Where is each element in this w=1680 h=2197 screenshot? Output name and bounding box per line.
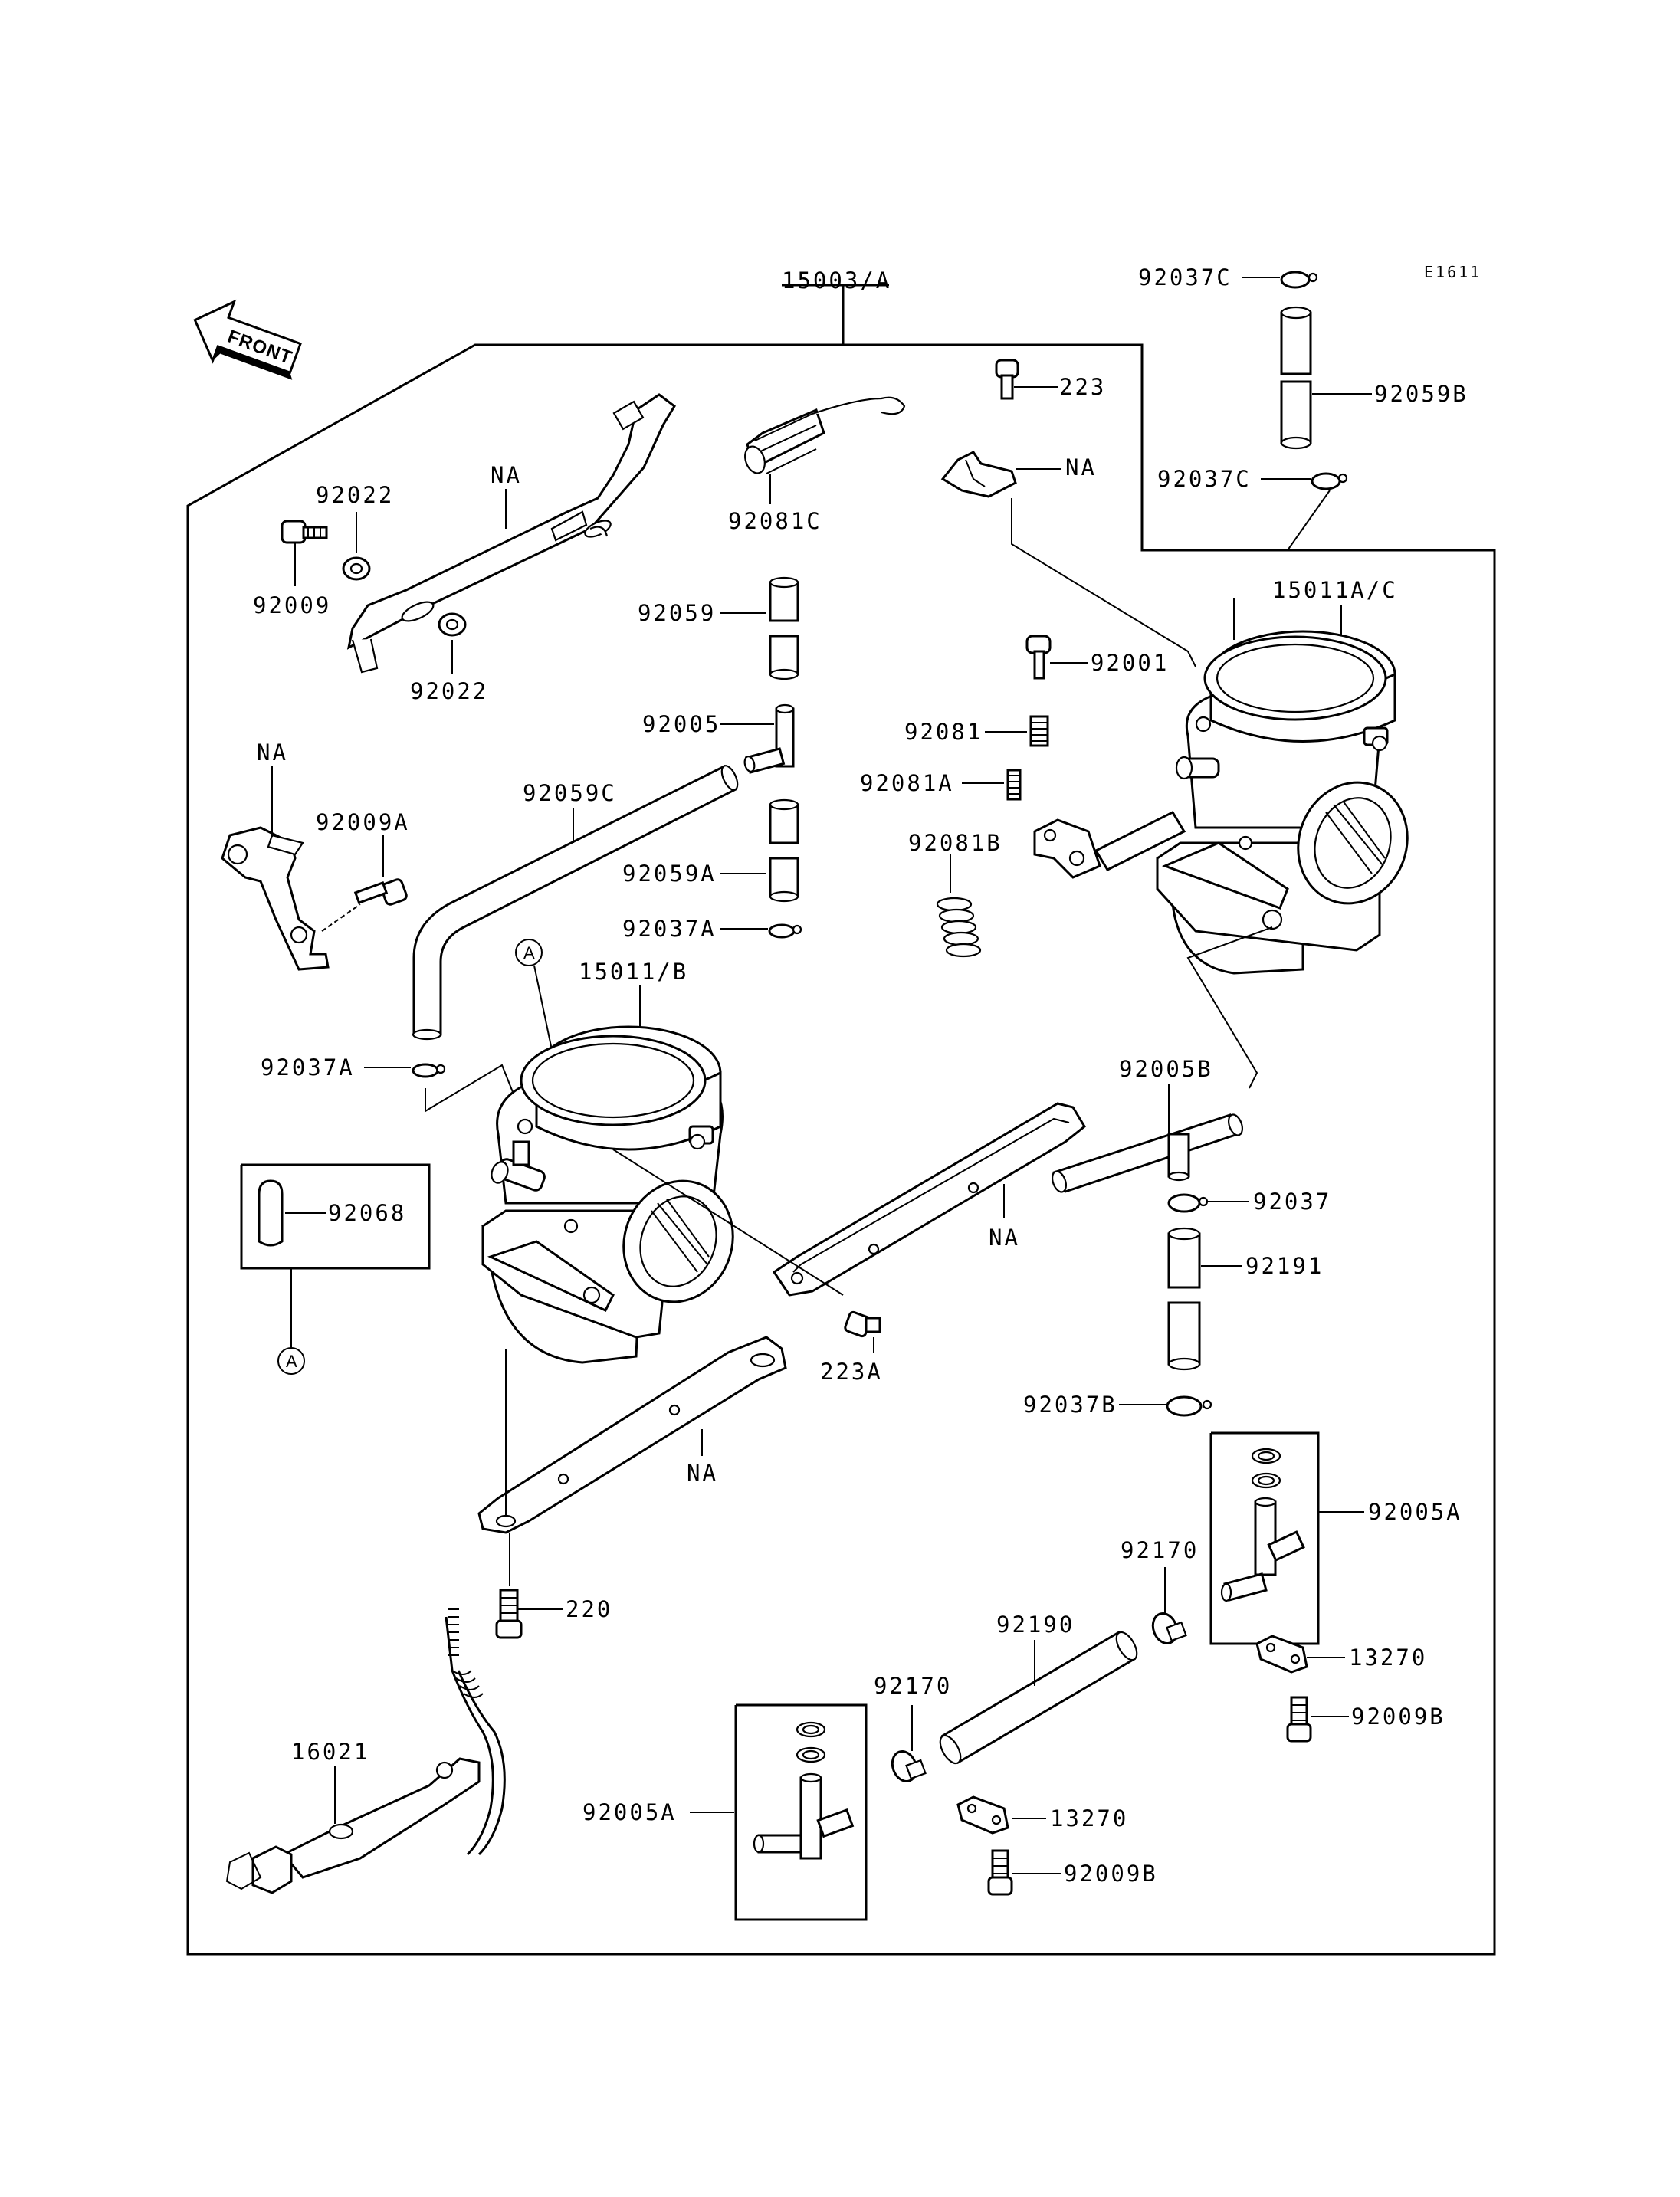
cap-92068-box (240, 1163, 431, 1270)
label-92081c: 92081C (728, 508, 822, 534)
callout-a-bottom: A (277, 1347, 305, 1375)
spring-92081b (936, 897, 982, 958)
label-na-top-bracket: NA (491, 462, 522, 488)
label-92190: 92190 (996, 1612, 1075, 1638)
clamp-92170-right (1151, 1612, 1187, 1644)
label-223: 223 (1059, 374, 1106, 400)
callout-a-top: A (515, 939, 543, 966)
label-92005a-left: 92005A (582, 1799, 677, 1825)
clamp-92170-left (891, 1750, 927, 1782)
diagram-code: E1611 (1424, 263, 1481, 281)
spring-92081 (1029, 715, 1049, 747)
label-92059c: 92059C (523, 780, 617, 806)
hose-92059c (412, 764, 739, 1041)
small-bracket (940, 451, 1017, 498)
bottom-plate (477, 1336, 787, 1534)
left-lever (221, 826, 330, 971)
label-13270-left: 13270 (1050, 1805, 1128, 1831)
label-92009b-right: 92009B (1351, 1703, 1445, 1730)
front-arrow-icon: FRONT (193, 299, 302, 380)
plate-13270-left (956, 1795, 1009, 1835)
screw-92009b-right (1286, 1696, 1312, 1743)
label-92022-top: 92022 (316, 482, 394, 508)
label-92037a-mid: 92037A (622, 916, 717, 942)
label-13270-right: 13270 (1349, 1644, 1427, 1671)
carburetor-right (1033, 630, 1409, 975)
label-92009a: 92009A (316, 809, 410, 835)
screw-223 (995, 359, 1019, 400)
hose-92190 (939, 1630, 1138, 1765)
label-na-bottom-plate: NA (687, 1460, 718, 1486)
clamp-92037a-mid (768, 923, 802, 939)
label-na-link-plate: NA (989, 1225, 1020, 1251)
washer-top (342, 556, 371, 581)
fitting-92005a-left-box (734, 1703, 868, 1921)
label-15011b: 15011/B (579, 959, 688, 985)
tee-fitting-92005 (743, 703, 795, 774)
label-92009: 92009 (253, 592, 331, 618)
label-92037: 92037 (1253, 1189, 1331, 1215)
top-bracket (346, 393, 676, 674)
label-92009b-left: 92009B (1064, 1861, 1158, 1887)
label-92059b: 92059B (1374, 381, 1468, 407)
clamp-92037c-low (1311, 472, 1348, 490)
screw-92009a (353, 878, 408, 906)
label-92005: 92005 (642, 711, 720, 737)
assembly-frame (186, 284, 1496, 1956)
label-92037b: 92037B (1023, 1392, 1117, 1418)
label-92170-left: 92170 (874, 1673, 952, 1699)
label-92081b: 92081B (908, 830, 1002, 856)
label-92081a: 92081A (860, 770, 954, 796)
label-92170-right: 92170 (1121, 1537, 1199, 1563)
screw-223a (844, 1310, 881, 1338)
label-16021: 16021 (291, 1739, 369, 1765)
label-92037a-left: 92037A (261, 1054, 355, 1080)
label-92005b: 92005B (1119, 1056, 1213, 1082)
svg-text:A: A (523, 943, 535, 962)
label-92037c-low: 92037C (1157, 466, 1252, 492)
label-assembly: 15003/A (782, 267, 891, 293)
label-na-small-bracket: NA (1065, 454, 1097, 480)
label-223a: 223A (820, 1359, 883, 1385)
label-92037c-top: 92037C (1138, 264, 1232, 290)
label-92005a-right: 92005A (1368, 1499, 1462, 1525)
label-92022-bottom: 92022 (410, 678, 488, 704)
fitting-92005b (1051, 1113, 1244, 1193)
clamp-92037b (1166, 1395, 1212, 1417)
spring-92081c (744, 396, 906, 474)
hose-92059a (769, 798, 799, 903)
fitting-92005a-right-box (1209, 1431, 1320, 1645)
label-15011ac: 15011A/C (1272, 577, 1398, 603)
screw-92001 (1025, 635, 1052, 680)
choke-cable-16021 (225, 1608, 506, 1894)
label-92059a: 92059A (622, 861, 717, 887)
washer-bottom (438, 612, 467, 637)
carburetor-left (425, 1025, 734, 1364)
screw-92009b-left (987, 1849, 1013, 1896)
label-220: 220 (566, 1596, 612, 1622)
label-na-left-lever: NA (257, 739, 288, 766)
clamp-92037 (1167, 1193, 1209, 1213)
label-92081: 92081 (904, 719, 983, 745)
label-92001: 92001 (1091, 650, 1169, 676)
label-92068: 92068 (328, 1200, 406, 1226)
hose-92059b (1280, 306, 1312, 450)
hose-92191 (1167, 1227, 1201, 1371)
plate-13270-right (1255, 1635, 1308, 1674)
center-link-plate (772, 1102, 1086, 1297)
label-92059: 92059 (638, 600, 716, 626)
hose-92059 (769, 576, 799, 680)
spring-92081a (1006, 769, 1022, 801)
clamp-92037a-left (412, 1063, 446, 1078)
label-92191: 92191 (1245, 1253, 1324, 1279)
svg-text:A: A (286, 1352, 297, 1371)
clamp-92037c-top (1280, 271, 1318, 289)
screw-220 (495, 1589, 523, 1639)
screw-92009 (281, 520, 328, 544)
